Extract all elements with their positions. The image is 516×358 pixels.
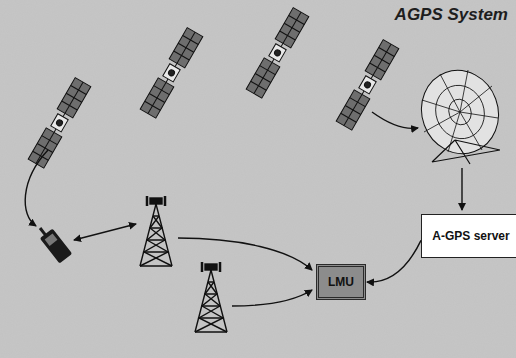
connector-arrow (367, 240, 421, 282)
satellite (140, 28, 203, 118)
cell-tower (140, 196, 172, 266)
satellite-dish (410, 60, 510, 165)
server-box: A-GPS server (421, 214, 516, 258)
mobile-phone (35, 222, 72, 263)
satellite (28, 78, 91, 168)
node-label: LMU (328, 275, 354, 289)
lmu-box: LMU (316, 264, 366, 300)
satellite (336, 40, 399, 130)
cell-tower (195, 262, 227, 332)
diagram-title: AGPS System (395, 5, 508, 25)
signal-arrows (25, 112, 462, 306)
node-label: A-GPS server (432, 229, 509, 243)
satellite (246, 8, 309, 98)
